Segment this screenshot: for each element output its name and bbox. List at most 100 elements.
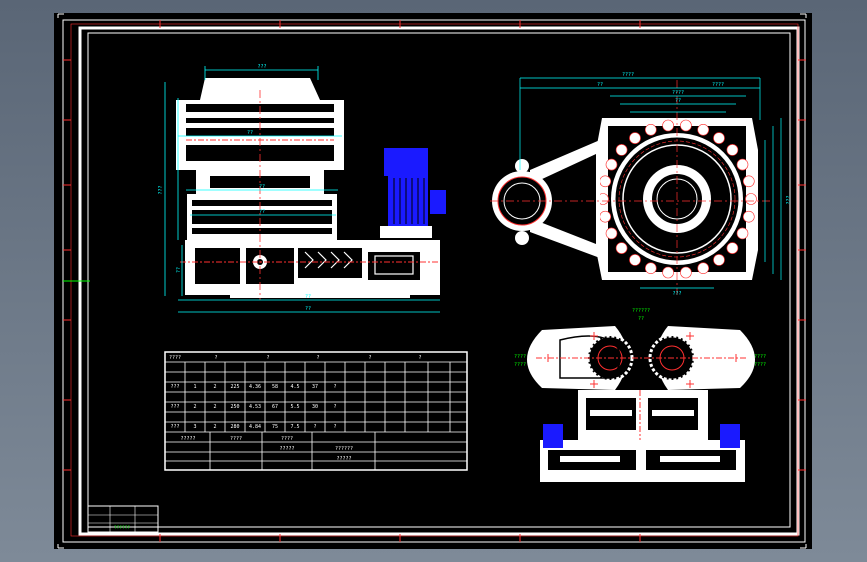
table-cell: 250 <box>230 404 239 410</box>
table-cell: ??? <box>170 384 179 390</box>
table-note-4: ?????? <box>335 446 353 452</box>
motor-unit <box>380 148 446 238</box>
top-dim-3: ???? <box>672 90 684 96</box>
front-label-1: ?? <box>638 316 644 322</box>
bolt-19 <box>662 119 674 132</box>
table-cell: ??? <box>170 404 179 410</box>
title-block: ?????? <box>87 505 159 533</box>
table-cell: 30 <box>312 404 318 410</box>
table-cell: 3 <box>193 424 196 430</box>
bolt-6 <box>680 266 692 279</box>
table-cell: ? <box>333 424 336 430</box>
side-dim-6: ?? <box>305 294 311 300</box>
bolt-18 <box>644 124 657 136</box>
table-cell: 280 <box>230 424 239 430</box>
side-dim-0: ??? <box>257 64 266 70</box>
table-cell: ??? <box>170 424 179 430</box>
bolt-14 <box>599 175 612 188</box>
bolt-10 <box>615 242 628 254</box>
top-dim-5: ??? <box>786 195 792 204</box>
bolt-3 <box>726 242 739 254</box>
table-cell: 4.84 <box>249 424 261 430</box>
bolt-12 <box>599 210 612 223</box>
table-cell: 225 <box>230 384 239 390</box>
top-dimensions <box>519 77 782 289</box>
bolt-7 <box>662 266 674 279</box>
bolt-22 <box>713 132 725 144</box>
table-cell: 2 <box>193 404 196 410</box>
front-label-2: ???? <box>514 354 526 360</box>
table-cell: 2 <box>213 404 216 410</box>
top-view[interactable]: ???? ?? ???? ???? ?? ??? ??? <box>490 72 792 297</box>
front-label-4: ???? <box>754 354 766 360</box>
bolt-4 <box>713 254 725 266</box>
table-cell: ? <box>313 424 316 430</box>
front-motor-left <box>543 424 563 448</box>
table-cell: 37 <box>312 384 318 390</box>
side-dim-7: ?? <box>305 306 311 312</box>
bolt-15 <box>605 158 618 171</box>
bolt-11 <box>605 227 618 240</box>
bolt-2 <box>736 227 749 240</box>
side-top-cap <box>200 78 320 100</box>
table-note-3: ????? <box>279 446 294 452</box>
bolt-16 <box>615 144 628 156</box>
bolt-17 <box>629 132 641 144</box>
table-header-1: ? <box>214 355 217 361</box>
bolt-20 <box>680 119 692 132</box>
table-note-2: ???? <box>281 436 293 442</box>
bolt-5 <box>697 262 710 275</box>
front-view[interactable]: ?????? ?? ???? ???? ???? ???? <box>514 308 766 482</box>
bolt-23 <box>726 144 739 156</box>
top-dim-0: ???? <box>622 72 634 78</box>
top-dim-4: ?? <box>675 98 681 104</box>
front-motor-right <box>720 424 740 448</box>
table-cell: 7.5 <box>290 424 299 430</box>
table-cell: 4.36 <box>249 384 261 390</box>
front-centerlines <box>536 332 748 388</box>
bolt-25 <box>742 175 755 188</box>
table-cell: 4.5 <box>290 384 299 390</box>
table-cell: ? <box>333 384 336 390</box>
bolt-1 <box>742 210 755 223</box>
table-cell: 67 <box>272 404 278 410</box>
table-cell: 2 <box>213 424 216 430</box>
table-header-3: ? <box>316 355 319 361</box>
table-cell: 1 <box>193 384 196 390</box>
front-label-0: ?????? <box>632 308 650 314</box>
table-cell: 4.53 <box>249 404 261 410</box>
top-dim-6: ??? <box>672 291 681 297</box>
front-label-5: ???? <box>754 362 766 368</box>
table-note-1: ???? <box>230 436 242 442</box>
side-dim-3: ?? <box>259 184 265 190</box>
bolt-0 <box>745 193 757 205</box>
table-cell: 5.5 <box>290 404 299 410</box>
table-header-0: ???? <box>169 355 181 361</box>
side-dim-4: ?? <box>259 209 265 215</box>
corner-marks <box>57 13 807 549</box>
side-dim-1: ??? <box>158 185 164 194</box>
table-cell: ? <box>333 404 336 410</box>
side-dim-2: ?? <box>247 130 253 136</box>
zone-ticks <box>63 20 806 542</box>
table-cell: 58 <box>272 384 278 390</box>
front-label-3: ???? <box>514 362 526 368</box>
table-header-5: ? <box>418 355 421 361</box>
table-note-0: ????? <box>180 436 195 442</box>
table-cell: 2 <box>213 384 216 390</box>
bolt-8 <box>644 262 657 275</box>
side-dim-5: ?? <box>176 267 182 273</box>
top-dim-1: ?? <box>597 82 603 88</box>
top-dim-2: ???? <box>712 82 724 88</box>
table-note-5: ????? <box>336 456 351 462</box>
side-dimensions <box>164 66 440 313</box>
bolt-9 <box>629 254 641 266</box>
table-header-4: ? <box>368 355 371 361</box>
title-block-text: ?????? <box>114 525 131 531</box>
table-header-2: ? <box>266 355 269 361</box>
table-cell: 75 <box>272 424 278 430</box>
side-view[interactable]: ??? ??? ?? ?? ?? ?? ?? ?? <box>158 64 446 313</box>
bolt-ring <box>597 119 757 279</box>
